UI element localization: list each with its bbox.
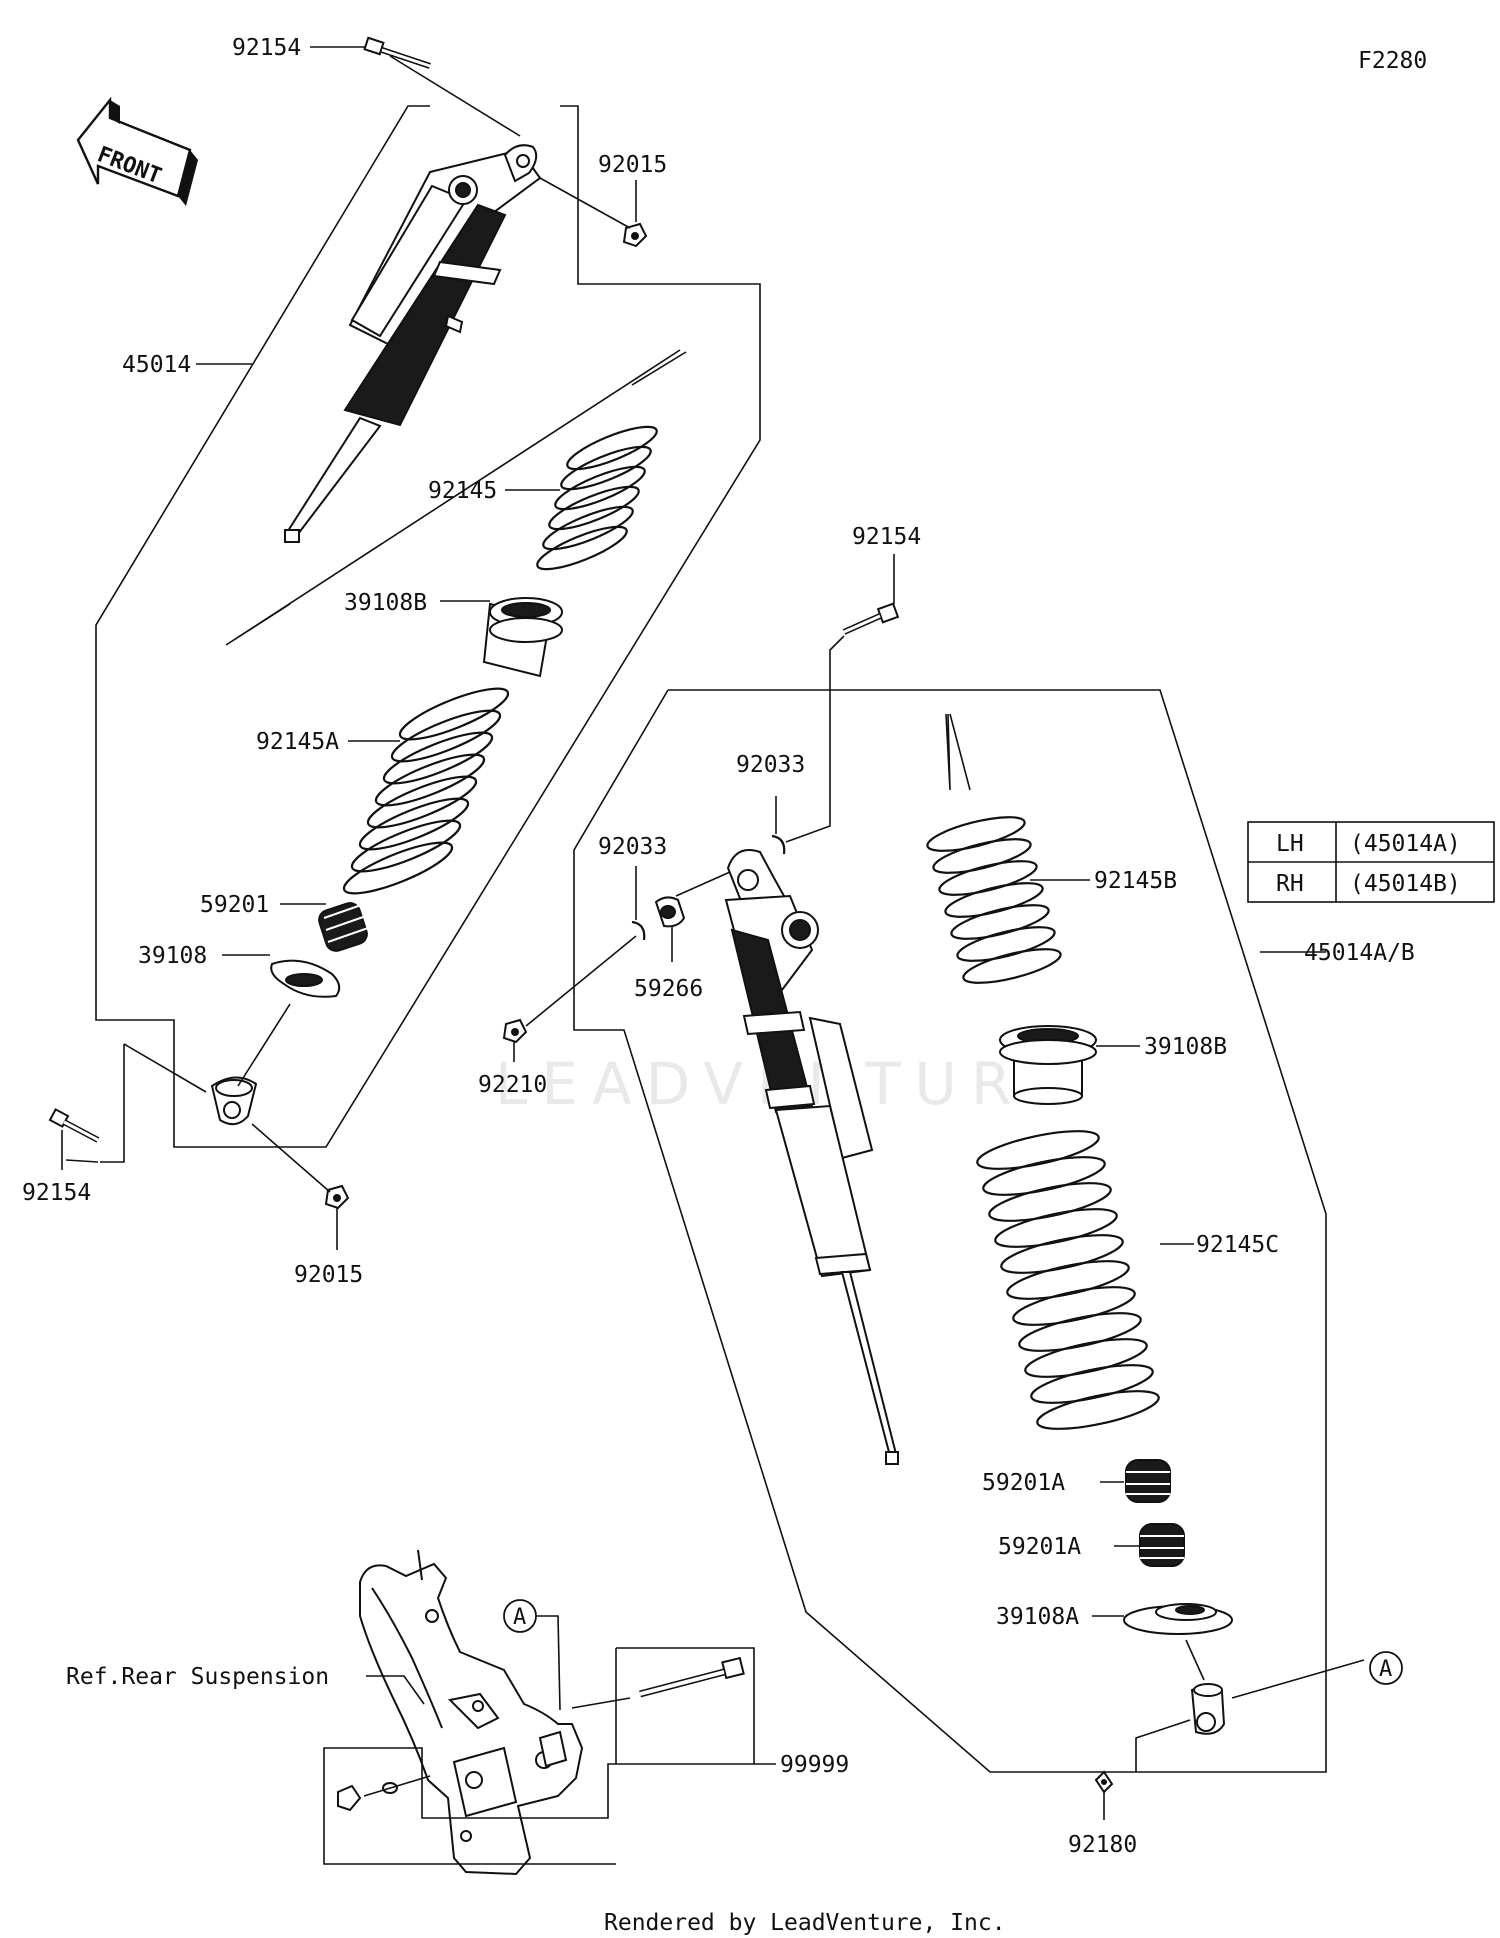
side-table-lh: LH [1276,831,1304,857]
label-39108B-right: 39108B [1144,1034,1227,1060]
front-arrow-icon: FRONT [76,96,198,206]
svg-text:A: A [1379,1657,1392,1682]
right-assembly-frame [573,689,1327,1773]
left-upper-spring [536,425,658,571]
label-92015-top-left: 92015 [598,152,667,178]
left-bottom-nut-icon [324,1184,350,1210]
right-clip-icon [1094,1770,1114,1794]
right-upper-spring [926,816,1062,984]
left-shock-absorber [284,144,542,543]
label-92145C: 92145C [1196,1232,1279,1258]
right-snap-ring-lower-icon [631,920,646,941]
label-45014AB: 45014A/B [1304,940,1415,966]
left-bump-stop [318,902,369,952]
right-shock-absorber [724,849,899,1465]
rear-suspension-bracket [359,1549,584,1876]
side-table-rh: RH [1276,871,1304,897]
label-92033-upper: 92033 [736,752,805,778]
right-snap-ring-upper-icon [771,834,786,855]
right-lower-eye [1190,1683,1226,1735]
left-lower-spring [342,687,510,895]
side-table-lh-part: (45014A) [1350,831,1461,857]
label-99999: 99999 [780,1752,849,1778]
right-spring-collar [999,1025,1097,1105]
left-spring-seat [270,959,341,998]
right-spring-seat [1123,1603,1233,1635]
label-39108: 39108 [138,943,207,969]
frame-nut-icon [337,1782,398,1812]
label-92015-bottom-left: 92015 [294,1262,363,1288]
left-top-bolt-icon [363,36,431,69]
right-bump-stop-1 [1125,1459,1171,1503]
label-92145A: 92145A [256,729,339,755]
label-92033-lower: 92033 [598,834,667,860]
label-92210: 92210 [478,1072,547,1098]
footer-credit: Rendered by LeadVenture, Inc. [604,1910,1006,1936]
left-bottom-bolt-icon [48,1108,100,1143]
label-ref-rear-suspension: Ref.Rear Suspension [66,1664,329,1690]
callout-a-bottom: A [503,1599,537,1633]
diagram-code: F2280 [1358,48,1427,74]
right-nut-icon [502,1018,528,1044]
label-59266: 59266 [634,976,703,1002]
left-top-nut-icon [622,222,648,248]
svg-text:A: A [513,1605,526,1630]
right-top-bolt-icon [842,602,900,635]
label-92154-bottom-left: 92154 [22,1180,91,1206]
label-59201A-2: 59201A [998,1534,1081,1560]
callout-a-right: A [1369,1651,1403,1685]
side-table: LH (45014A) RH (45014B) [1247,821,1495,903]
label-45014: 45014 [122,352,191,378]
label-39108A: 39108A [996,1604,1079,1630]
label-92154-top-right: 92154 [852,524,921,550]
label-39108B-left: 39108B [344,590,427,616]
label-92180: 92180 [1068,1832,1137,1858]
right-lower-spring [976,1130,1160,1430]
label-92145B: 92145B [1094,868,1177,894]
side-table-rh-part: (45014B) [1350,871,1461,897]
left-spring-collar [482,597,563,678]
frame-bolt-bracket [323,1647,755,1865]
label-92145: 92145 [428,478,497,504]
left-lower-eye [210,1076,258,1126]
label-92154-top-left: 92154 [232,35,301,61]
frame-bolt-icon [639,1656,745,1698]
right-bump-stop-2 [1139,1523,1185,1567]
label-59201A-1: 59201A [982,1470,1065,1496]
right-bushing-icon [654,896,686,928]
left-spring-bracket [225,349,681,646]
label-59201: 59201 [200,892,269,918]
left-assembly-frame [95,105,761,1148]
